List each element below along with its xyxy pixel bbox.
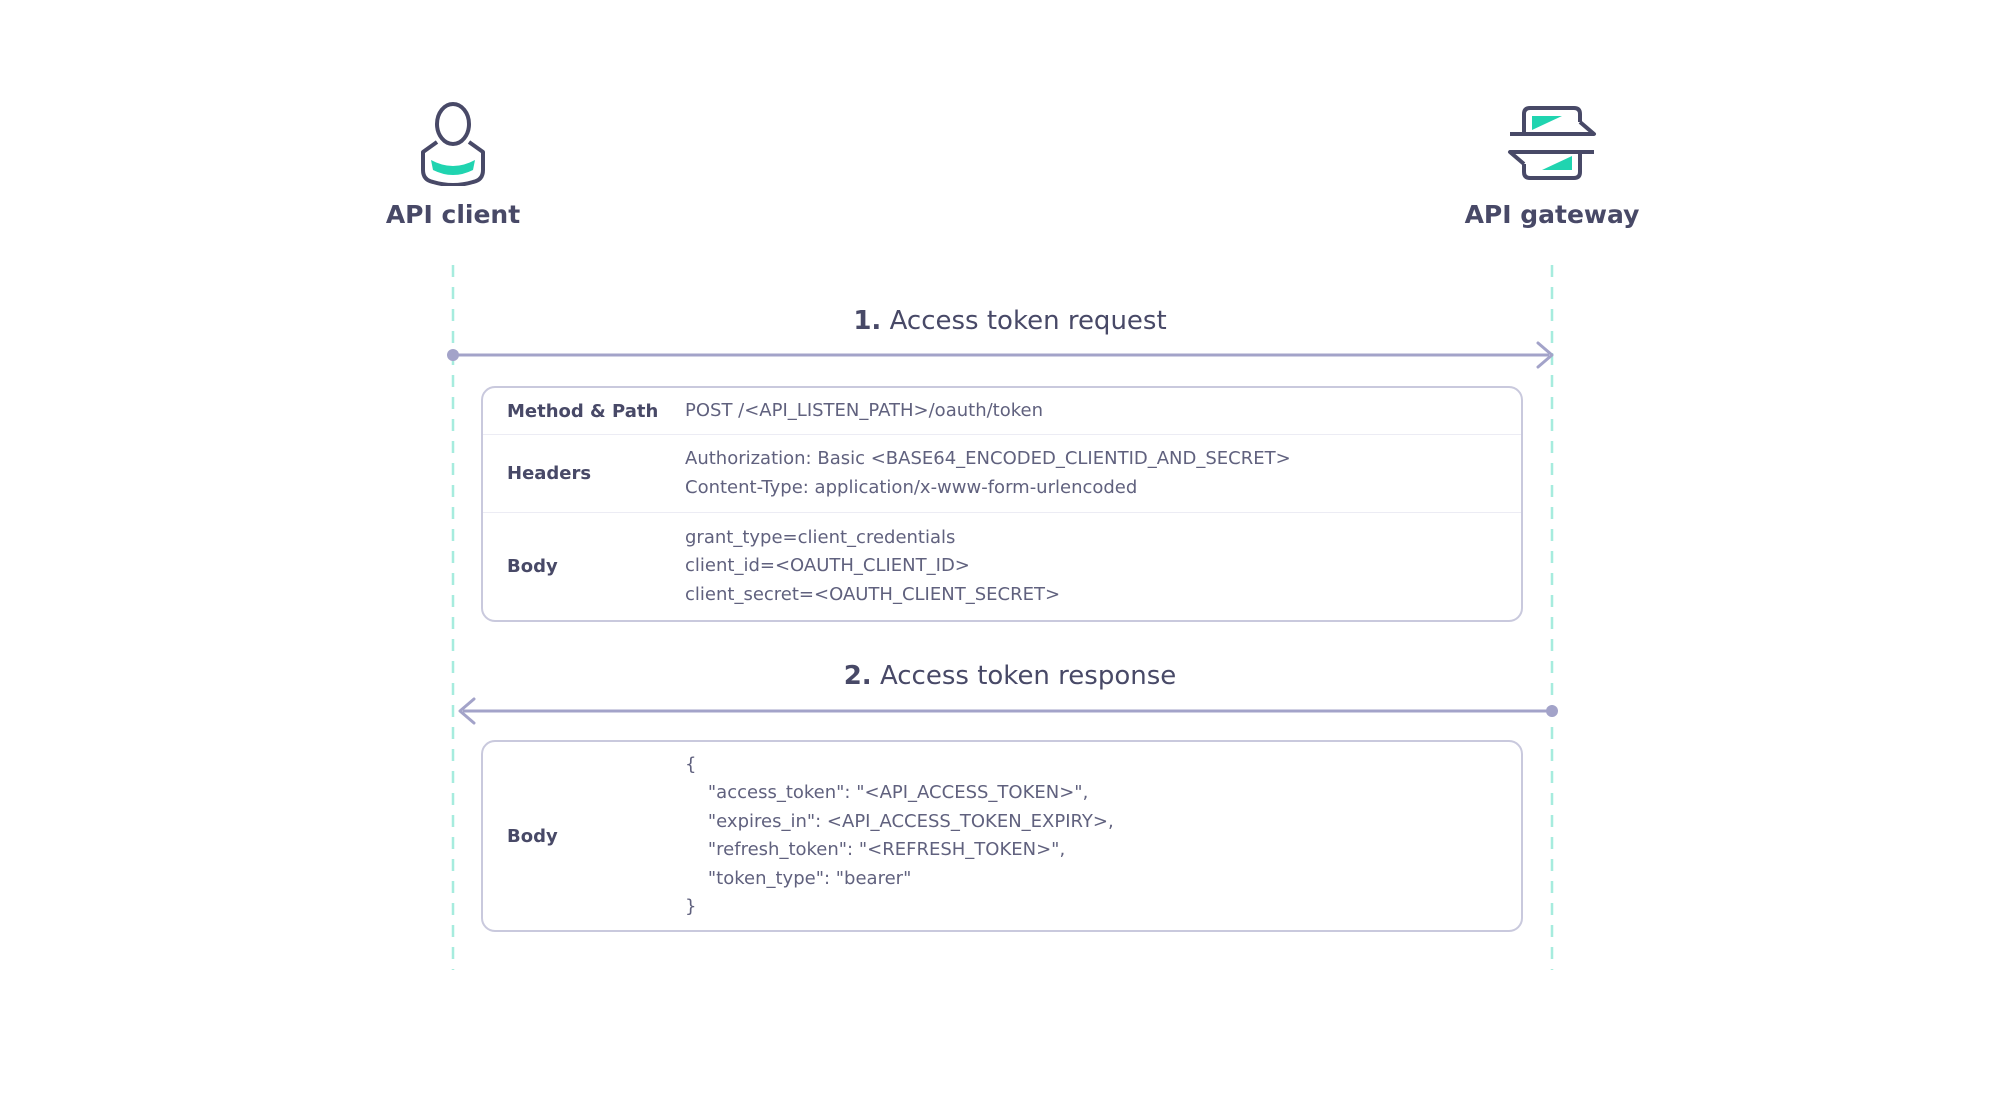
- message-2-number: 2.: [843, 661, 872, 691]
- request-row-body: Body grant_type=client_credentials clien…: [483, 513, 1521, 620]
- request-row-headers: Headers Authorization: Basic <BASE64_ENC…: [483, 435, 1521, 513]
- request-row-value: POST /<API_LISTEN_PATH>/oauth/token: [685, 399, 1043, 421]
- message-1-title: 1. Access token request: [0, 306, 2000, 336]
- request-row-value: grant_type=client_credentials client_id=…: [685, 526, 1061, 605]
- actor-api-gateway: API gateway: [1432, 100, 1672, 229]
- request-row-label: Headers: [507, 463, 592, 484]
- request-row-method-path: Method & Path POST /<API_LISTEN_PATH>/oa…: [483, 388, 1521, 435]
- actor-api-client-label: API client: [385, 200, 521, 229]
- response-row-value: { "access_token": "<API_ACCESS_TOKEN>", …: [685, 753, 1114, 918]
- response-row-label: Body: [507, 825, 558, 847]
- request-arrow-head: [1536, 341, 1554, 369]
- message-1-number: 1.: [853, 306, 882, 336]
- response-arrow-head: [458, 697, 476, 725]
- response-arrow: [458, 697, 1558, 725]
- response-details-panel: Body { "access_token": "<API_ACCESS_TOKE…: [481, 740, 1523, 932]
- response-row-body: Body { "access_token": "<API_ACCESS_TOKE…: [483, 742, 1521, 930]
- request-details-panel: Method & Path POST /<API_LISTEN_PATH>/oa…: [481, 386, 1523, 622]
- actor-api-gateway-label: API gateway: [1464, 200, 1640, 229]
- message-2-label: Access token response: [879, 661, 1177, 691]
- request-row-value: Authorization: Basic <BASE64_ENCODED_CLI…: [685, 448, 1291, 498]
- request-arrow: [447, 341, 1554, 369]
- gateway-exchange-icon: [1508, 106, 1596, 180]
- request-row-label: Method & Path: [507, 400, 659, 422]
- request-row-label: Body: [507, 556, 558, 577]
- message-1-label: Access token request: [889, 306, 1167, 336]
- message-2-title: 2. Access token response: [0, 661, 2000, 691]
- user-icon: [421, 102, 485, 186]
- actor-api-client: API client: [333, 100, 573, 229]
